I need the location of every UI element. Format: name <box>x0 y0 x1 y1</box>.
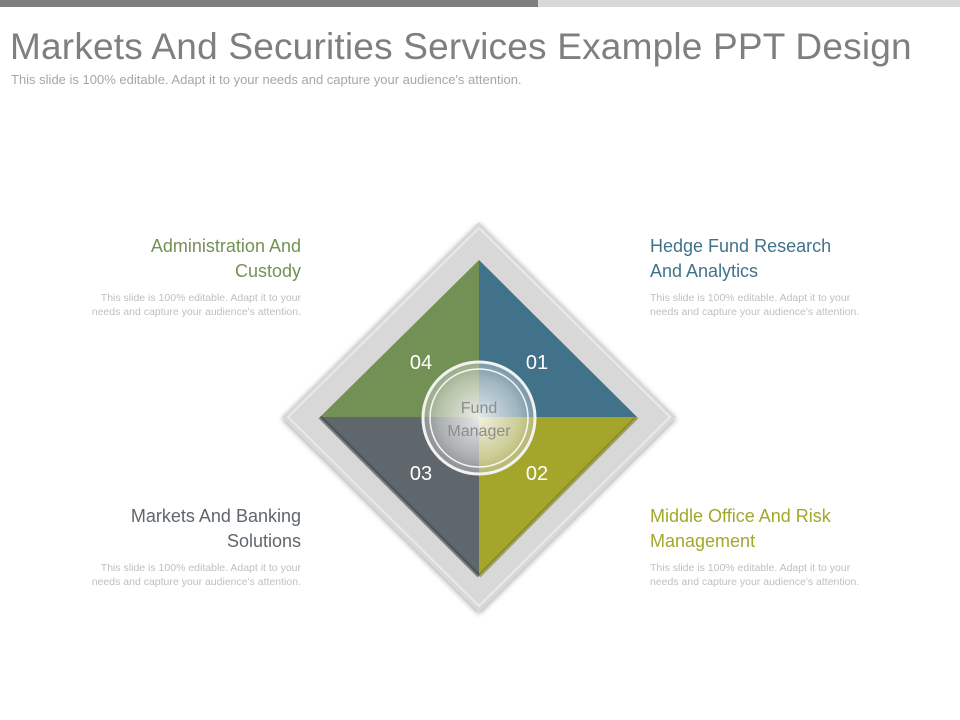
slide-subtitle: This slide is 100% editable. Adapt it to… <box>11 72 522 87</box>
body-04: This slide is 100% editable. Adapt it to… <box>91 292 301 318</box>
center-label-line1: Fund <box>461 400 497 417</box>
quadrant-bevel-left <box>318 415 481 578</box>
text-block-03: Markets And Banking Solutions This slide… <box>86 504 301 589</box>
top-accent-bar-dark <box>0 0 538 7</box>
quadrant-number-03: 03 <box>410 463 432 485</box>
quadrant-number-04: 04 <box>410 352 432 374</box>
outer-diamond-highlight <box>286 226 672 608</box>
text-block-04: Administration And Custody This slide is… <box>86 234 301 319</box>
heading-04: Administration And Custody <box>150 236 301 281</box>
body-03: This slide is 100% editable. Adapt it to… <box>91 562 301 588</box>
heading-02: Middle Office And Risk Management <box>650 506 831 551</box>
body-02: This slide is 100% editable. Adapt it to… <box>650 562 860 588</box>
heading-03: Markets And Banking Solutions <box>130 506 301 551</box>
body-01: This slide is 100% editable. Adapt it to… <box>650 292 860 318</box>
center-label-line2: Manager <box>447 423 511 440</box>
slide-title: Markets And Securities Services Example … <box>10 26 912 67</box>
quadrant-number-01: 01 <box>526 352 548 374</box>
center-ring-outer <box>421 360 537 476</box>
text-block-02: Middle Office And Risk Management This s… <box>650 504 865 589</box>
quadrant-number-02: 02 <box>526 463 548 485</box>
top-accent-bar-light <box>538 0 960 7</box>
text-block-01: Hedge Fund Research And Analytics This s… <box>650 234 865 319</box>
quadrant-bevel-right <box>477 415 639 578</box>
heading-01: Hedge Fund Research And Analytics <box>650 236 832 281</box>
center-ring-inner <box>429 368 529 468</box>
